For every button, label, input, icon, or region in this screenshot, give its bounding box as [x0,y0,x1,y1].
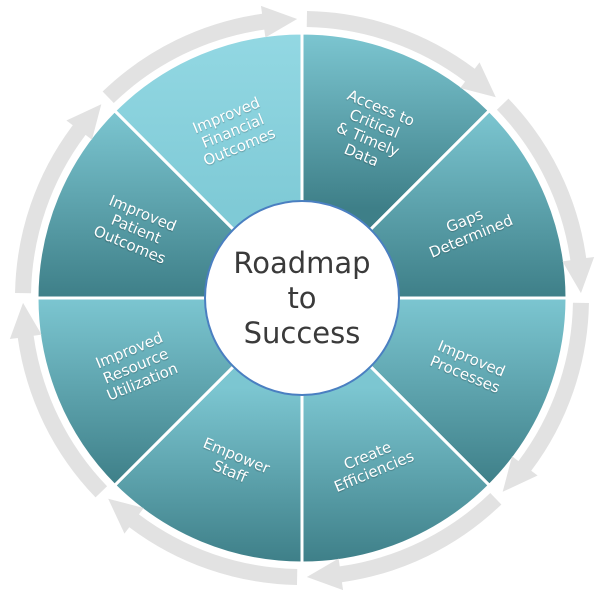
cycle-arrow [496,98,595,294]
center-title-line: Roadmap [233,245,371,280]
center-title: Roadmap to Success [205,201,399,395]
cycle-arrow [108,498,298,585]
cycle-arrow [306,11,496,98]
cycle-arrow [9,302,108,498]
cycle-arrow [15,104,102,294]
cycle-arrow [502,302,589,492]
center-title-line: to [287,280,317,315]
cycle-arrow [102,5,298,104]
center-title-line: Success [243,315,361,350]
center-circle [204,200,400,396]
cycle-arrow [306,492,502,591]
